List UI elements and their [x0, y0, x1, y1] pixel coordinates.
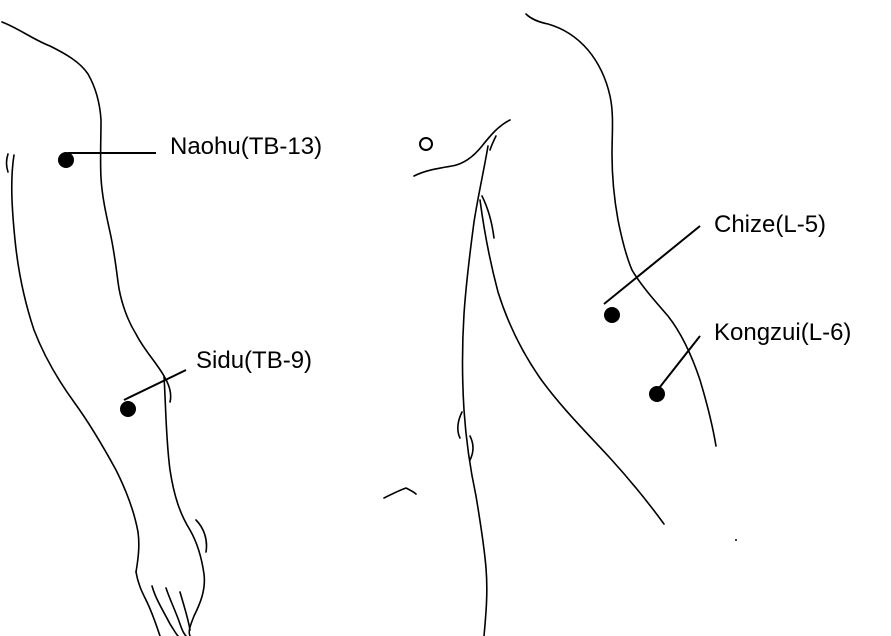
naohu-label: Naohu(TB-13): [170, 133, 322, 160]
stray-dot: [735, 539, 737, 541]
kongzui-label: Kongzui(L-6): [714, 319, 851, 346]
naohu-point: [58, 152, 74, 168]
left-arm-back-outline: [7, 154, 9, 172]
right-armpit-outline: [482, 196, 494, 238]
point-chize: Chize(L-5): [604, 211, 826, 323]
right-torso-outline: [463, 146, 489, 636]
right-hip-mark: [384, 488, 416, 498]
point-sidu: Sidu(TB-9): [120, 347, 312, 417]
sidu-point: [120, 401, 136, 417]
right-arm-figure: [384, 14, 716, 636]
reference-circle: [420, 138, 432, 150]
right-chest-outline: [490, 136, 496, 150]
left-hand-outline: [136, 520, 207, 636]
right-arm-shoulder-outline: [526, 14, 716, 446]
left-arm-figure: [2, 22, 207, 636]
chize-leader: [604, 226, 700, 304]
left-arm-shoulder-outline: [2, 22, 171, 402]
kongzui-point: [649, 386, 665, 402]
sidu-label: Sidu(TB-9): [196, 347, 312, 374]
sidu-leader: [124, 370, 186, 400]
chize-label: Chize(L-5): [714, 211, 826, 238]
right-collarbone-outline: [414, 120, 510, 176]
point-naohu: Naohu(TB-13): [58, 133, 322, 168]
right-arm-inner-outline: [480, 200, 664, 524]
chize-point: [604, 307, 620, 323]
left-arm-inner-outline: [12, 155, 139, 572]
